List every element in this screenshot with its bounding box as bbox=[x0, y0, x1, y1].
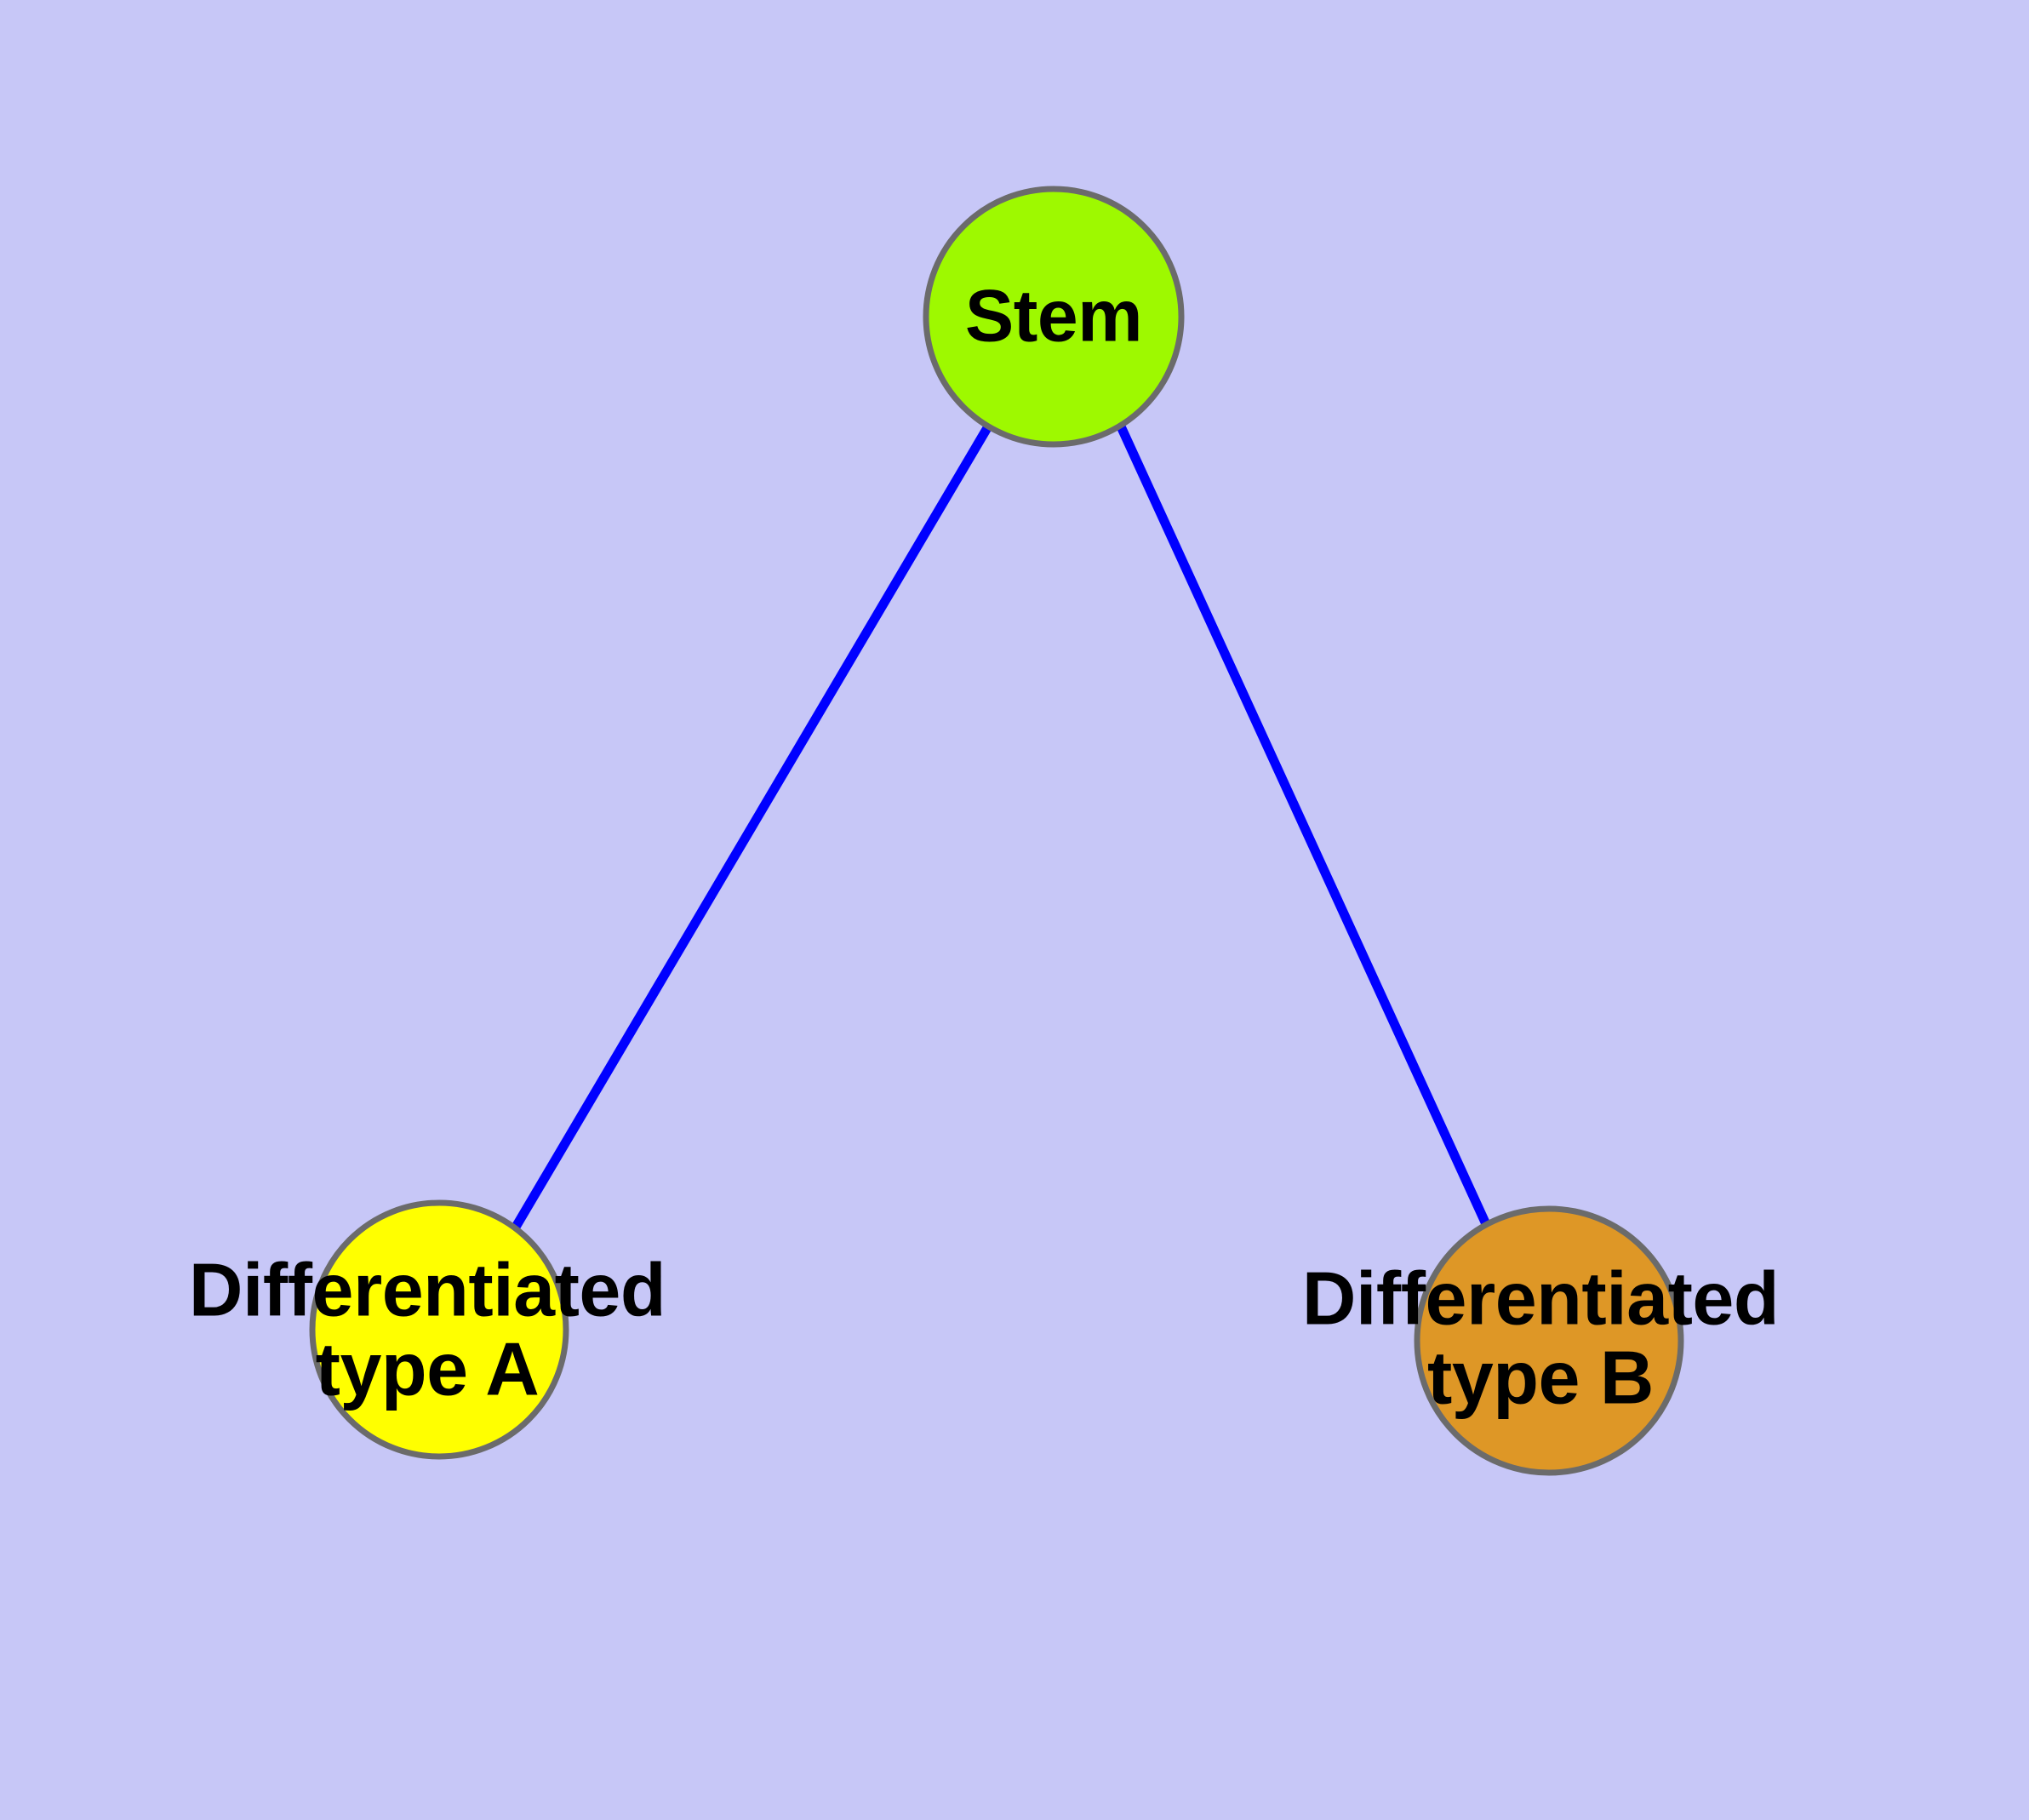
edge-stem-to-type-a[interactable] bbox=[511, 424, 992, 1231]
edge-layer bbox=[511, 424, 1491, 1231]
node-type-a[interactable] bbox=[309, 1199, 569, 1460]
edge-stem-to-type-b[interactable] bbox=[1116, 424, 1491, 1227]
node-stem[interactable] bbox=[923, 186, 1185, 448]
node-type-b[interactable] bbox=[1414, 1205, 1684, 1476]
node-layer bbox=[309, 186, 1684, 1476]
